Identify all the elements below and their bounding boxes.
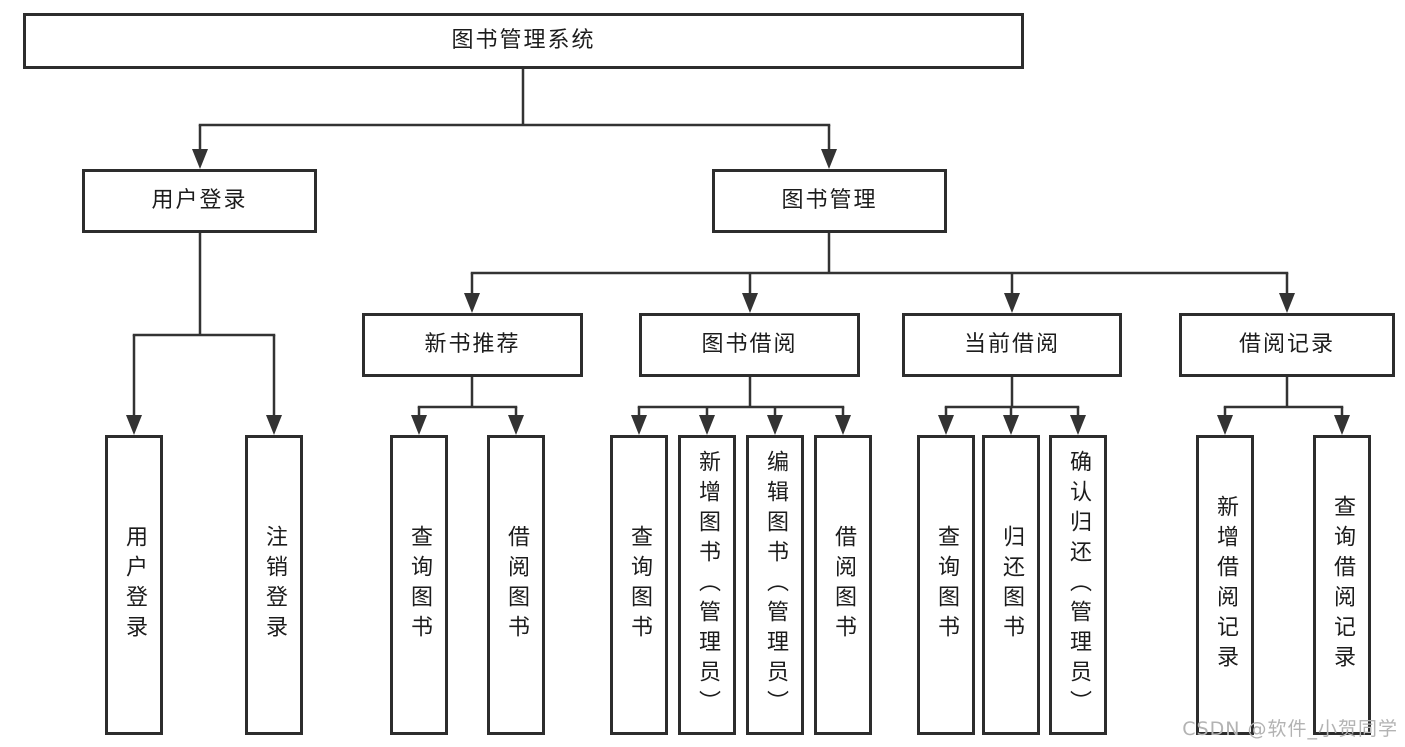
node-book-management: 图书管理 <box>712 169 947 233</box>
leaf-add-borrow-record: 新增借阅记录 <box>1196 435 1254 735</box>
leaf-logout: 注销登录 <box>245 435 303 735</box>
leaf-edit-book-admin: 编辑图书（管理员） <box>746 435 804 735</box>
leaf-query-borrow-record: 查询借阅记录 <box>1313 435 1371 735</box>
node-borrow-records: 借阅记录 <box>1179 313 1395 377</box>
leaf-confirm-return-admin: 确认归还（管理员） <box>1049 435 1107 735</box>
node-user-login: 用户登录 <box>82 169 317 233</box>
leaf-query-books-recommend: 查询图书 <box>390 435 448 735</box>
node-root: 图书管理系统 <box>23 13 1024 69</box>
node-new-book-recommend: 新书推荐 <box>362 313 583 377</box>
leaf-borrow-books: 借阅图书 <box>814 435 872 735</box>
leaf-return-book: 归还图书 <box>982 435 1040 735</box>
node-book-borrow: 图书借阅 <box>639 313 860 377</box>
leaf-query-books-current: 查询图书 <box>917 435 975 735</box>
leaf-user-login: 用户登录 <box>105 435 163 735</box>
leaf-borrow-books-recommend: 借阅图书 <box>487 435 545 735</box>
watermark: CSDN @软件_小贺同学 <box>1182 718 1398 740</box>
leaf-add-book-admin: 新增图书（管理员） <box>678 435 736 735</box>
leaf-query-books-borrow: 查询图书 <box>610 435 668 735</box>
node-current-borrow: 当前借阅 <box>902 313 1122 377</box>
